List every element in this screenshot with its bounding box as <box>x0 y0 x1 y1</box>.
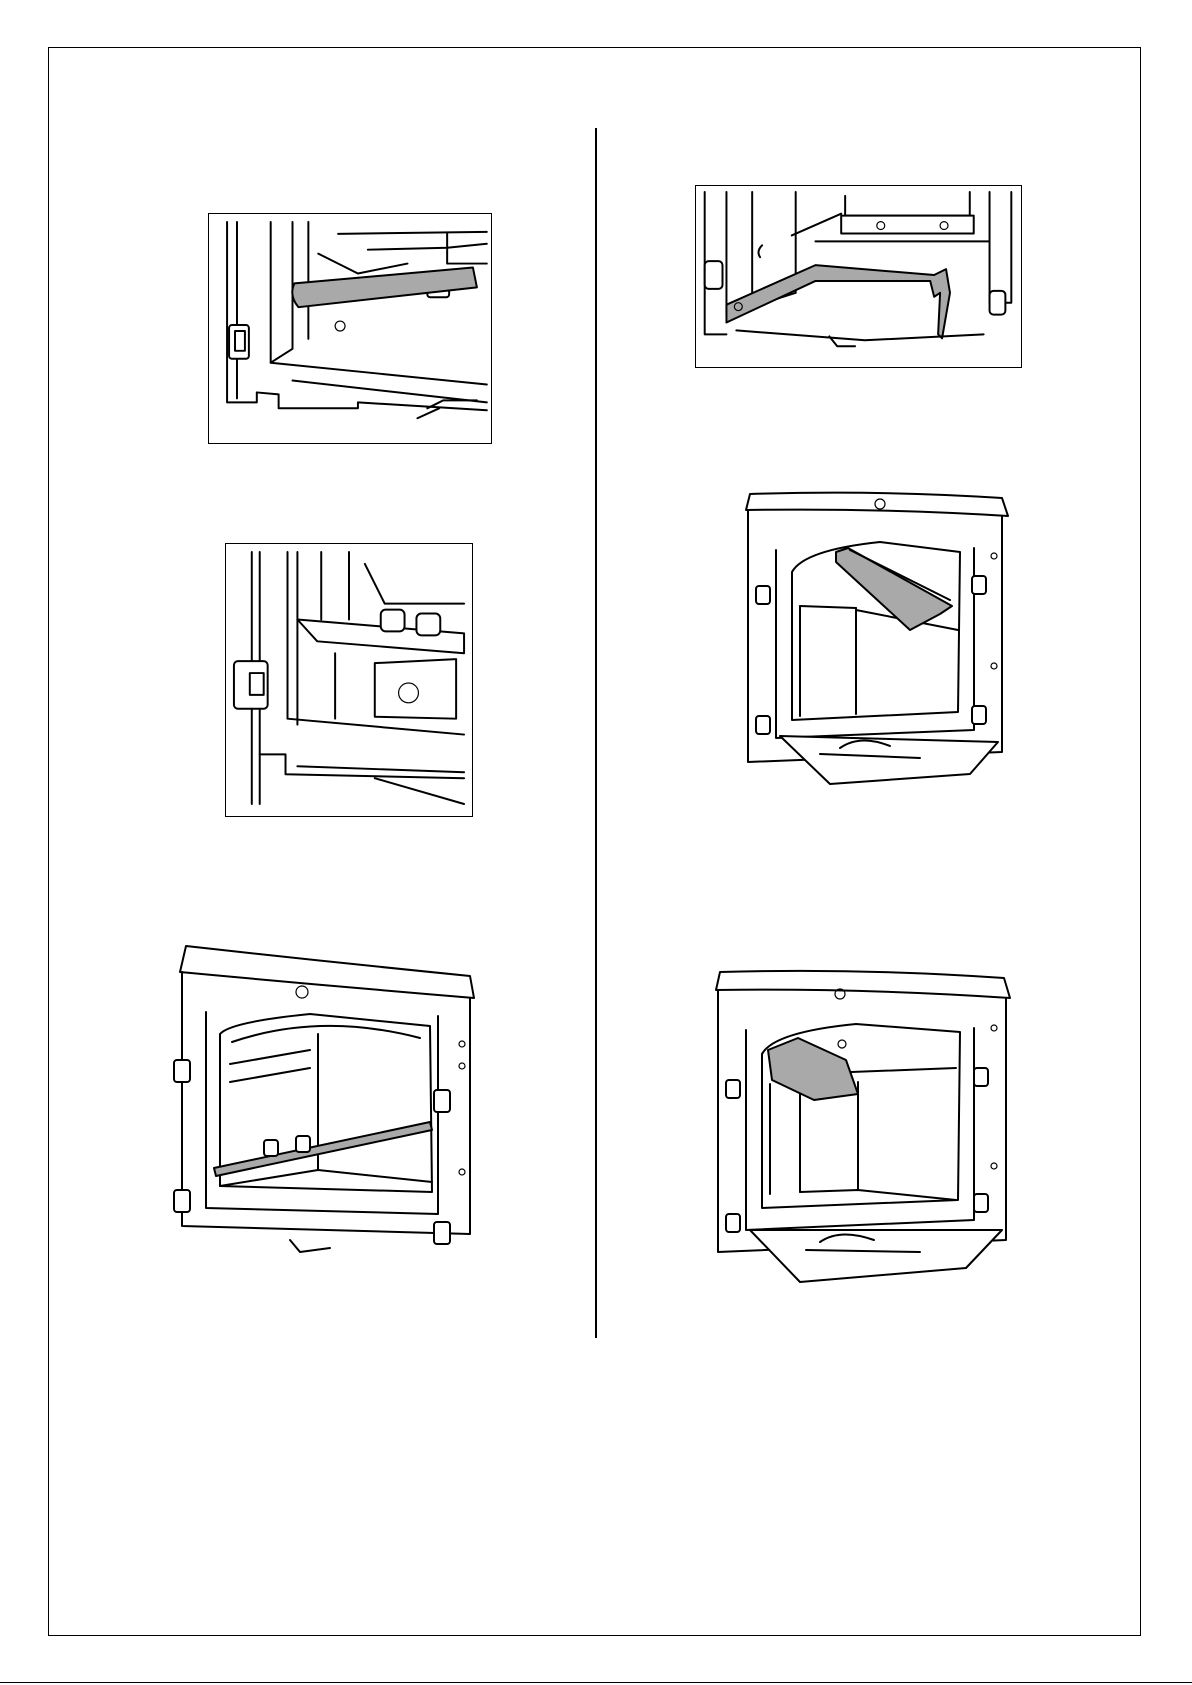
figure-detail-hinge-closeup <box>225 543 473 817</box>
column-divider <box>595 128 597 1338</box>
stove-baffle-plate-illustration <box>740 490 1012 792</box>
figure-detail-bar-closeup <box>208 213 492 444</box>
figure-stove-side-plate <box>710 968 1015 1298</box>
hinge-closeup-illustration <box>226 544 472 816</box>
figure-stove-baffle-plate <box>740 490 1012 792</box>
figure-detail-bracket-closeup <box>695 185 1022 368</box>
figure-stove-front-rod <box>170 942 490 1267</box>
stove-side-plate-illustration <box>710 968 1015 1298</box>
bracket-closeup-illustration <box>696 186 1021 367</box>
stove-closeup-illustration <box>209 214 491 443</box>
stove-front-rod-illustration <box>170 942 490 1267</box>
page-bottom-edge <box>0 1682 1192 1683</box>
